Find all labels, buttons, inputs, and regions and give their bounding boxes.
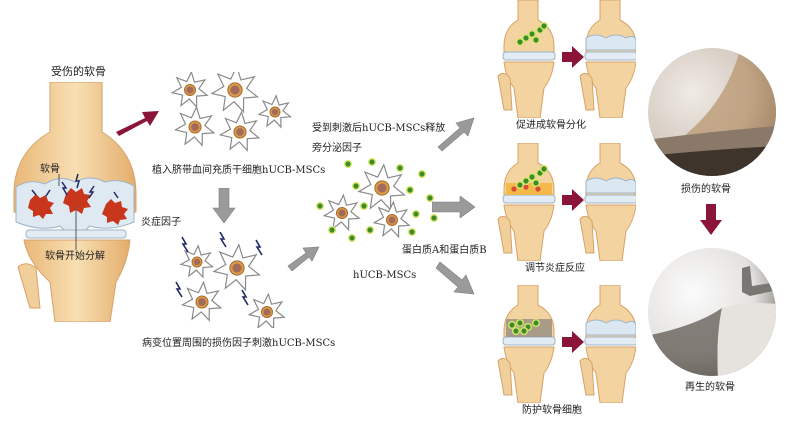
gray-arrow-down-right (436, 260, 478, 300)
paracrine-factor-dot (520, 327, 528, 335)
stem-cell (180, 280, 223, 322)
paracrine-factor-dot (532, 36, 540, 44)
secreting-caption-line2: 旁分泌因子 (312, 143, 362, 154)
secreting-caption-line1: 受到刺激后hUCB-MSCs释放 (312, 123, 446, 134)
damaged-cartilage-caption: 损伤的软骨 (681, 184, 731, 195)
cartilage-breakdown-label: 软骨开始分解 (45, 251, 105, 262)
paracrine-factor-dot (406, 186, 414, 194)
stem-cell (218, 110, 261, 152)
treated-knee-illustration (497, 0, 556, 118)
paracrine-factor-dot (344, 160, 352, 168)
gray-arrow-to-secreting (286, 244, 322, 274)
stem-cell (357, 163, 406, 212)
regenerated-cartilage-caption: 再生的软骨 (685, 382, 735, 393)
inflammation-bolt-icon (241, 289, 249, 306)
effect-row-protection (496, 285, 636, 403)
paracrine-factor-dot (516, 181, 524, 189)
inflammatory-cell (523, 184, 529, 190)
healed-knee-illustration (579, 285, 636, 403)
gray-arrow-right (432, 196, 476, 218)
inflammation-bolt-icon (255, 239, 263, 256)
stem-cell (212, 243, 261, 292)
paracrine-factor-dot (540, 165, 548, 173)
stimulated-stem-cells (172, 232, 302, 328)
paracrine-factor-dot (430, 214, 438, 222)
paracrine-factor-dot (516, 38, 524, 46)
paracrine-factor-dot (412, 210, 420, 218)
red-arrow-right (562, 189, 584, 211)
stem-cell (173, 105, 216, 147)
paracrine-factor-dot (532, 179, 540, 187)
paracrine-factor-dot (328, 226, 336, 234)
implanted-stem-cells (160, 72, 300, 152)
red-arrow-to-implant (113, 102, 161, 138)
inflammatory-cell (535, 186, 541, 192)
paracrine-factor-dot (396, 164, 404, 172)
cartilage-label: 软骨 (40, 164, 60, 175)
inflammatory-factor-label: 炎症因子 (141, 217, 181, 228)
paracrine-factor-dot (512, 327, 520, 335)
stem-cell (179, 244, 215, 279)
paracrine-factor-dot (348, 234, 356, 242)
paracrine-factor-dot (516, 319, 524, 327)
gray-arrow-up-right (436, 113, 476, 153)
paracrine-factor-dot (522, 177, 530, 185)
stem-cell (170, 72, 209, 109)
treated-knee-illustration (497, 143, 556, 261)
injured-cartilage-title: 受伤的软骨 (51, 65, 106, 78)
effect-caption-chondrogenic: 促进成软骨分化 (516, 120, 586, 131)
injured-knee-illustration (10, 82, 140, 322)
effect-caption-inflammation: 调节炎症反应 (525, 263, 585, 274)
effect-caption-protection: 防护软骨细胞 (522, 405, 582, 416)
implanted-cells-caption: 植入脐带血间充质干细胞hUCB-MSCs (152, 165, 326, 176)
secreting-stem-cells (312, 158, 442, 244)
red-arrow-right (562, 331, 584, 353)
effect-row-chondrogenic (496, 0, 636, 118)
paracrine-factor-dot (316, 202, 324, 210)
paracrine-factor-dot (528, 173, 536, 181)
stem-cell (372, 200, 411, 239)
paracrine-factor-dot (360, 202, 368, 210)
paracrine-factor-dot (426, 194, 434, 202)
protein-ab-label: 蛋白质A和蛋白质B (402, 245, 487, 256)
stem-cell (322, 193, 361, 232)
effect-row-inflammation (496, 143, 636, 261)
treated-knee-illustration (497, 285, 556, 403)
paracrine-factor-dot (366, 226, 374, 234)
paracrine-factor-dot (508, 321, 516, 329)
red-arrow-down (699, 204, 723, 236)
inflammation-bolt-icon (181, 236, 189, 253)
stem-cell (247, 292, 286, 328)
paracrine-factor-dot (532, 319, 540, 327)
paracrine-factor-dot (418, 170, 426, 178)
inflammatory-cell (511, 186, 517, 192)
gray-arrow-down (212, 188, 236, 224)
paracrine-factor-dot (540, 22, 548, 30)
arthroscopy-regenerated-image (646, 246, 778, 378)
paracrine-factor-dot (368, 158, 376, 166)
paracrine-factor-dot (352, 182, 360, 190)
paracrine-factor-dot (408, 228, 416, 236)
healed-knee-illustration (579, 0, 636, 118)
inflammation-bolt-icon (219, 232, 227, 248)
stem-cell (210, 72, 259, 114)
stimulated-cells-caption: 病变位置周围的损伤因子刺激hUCB-MSCs (142, 338, 336, 349)
paracrine-factor-dot (528, 30, 536, 38)
paracrine-factor-dot (522, 34, 530, 42)
stem-cell (257, 94, 293, 129)
hucb-mscs-label: hUCB-MSCs (353, 270, 417, 281)
inflammation-bolt-icon (175, 281, 183, 298)
arthroscopy-damaged-image (646, 46, 778, 178)
red-arrow-right (562, 46, 584, 68)
healed-knee-illustration (579, 143, 636, 261)
